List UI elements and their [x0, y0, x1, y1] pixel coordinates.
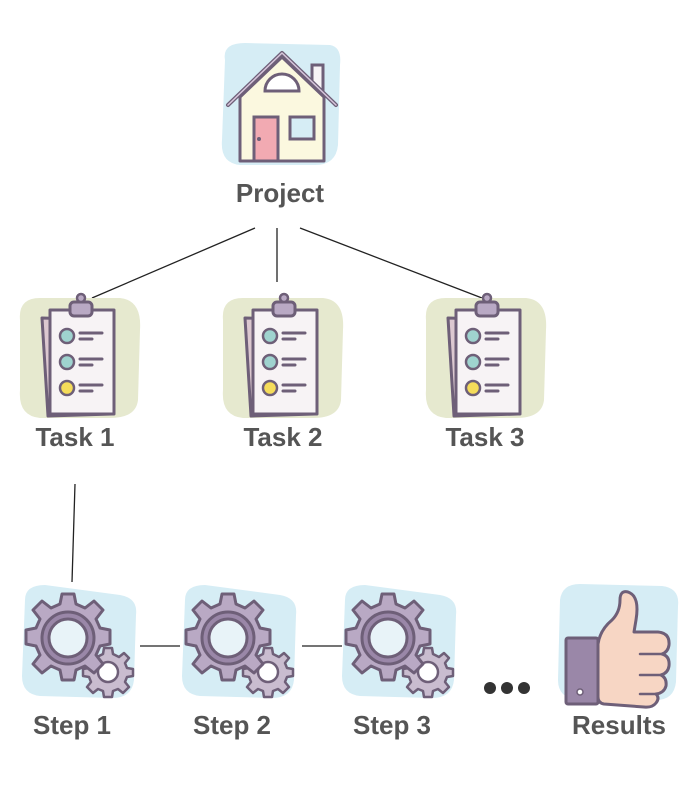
- step-3-label: Step 3: [352, 710, 432, 740]
- gears-icon: [182, 585, 297, 699]
- project-label: Project: [235, 178, 325, 208]
- task-3-label: Task 3: [445, 422, 525, 452]
- task-2-label: Task 2: [243, 422, 323, 452]
- connector-task1-step1: [71, 483, 76, 583]
- connectors: [71, 227, 483, 647]
- connector-project-task1: [91, 227, 256, 299]
- step-1-label: Step 1: [32, 710, 112, 740]
- step-2-label: Step 2: [192, 710, 272, 740]
- results-label: Results: [572, 710, 666, 740]
- connector-project-task3: [299, 227, 483, 299]
- clipboard-checklist-icon: [424, 292, 548, 420]
- thumbs-up-icon: [558, 584, 679, 709]
- gears-icon: [342, 585, 457, 699]
- gears-icon: [22, 585, 137, 699]
- ellipsis-icon: [484, 682, 530, 694]
- clipboard-checklist-icon: [18, 292, 142, 420]
- house-icon: [221, 43, 341, 165]
- clipboard-checklist-icon: [221, 292, 345, 420]
- task-1-label: Task 1: [35, 422, 115, 452]
